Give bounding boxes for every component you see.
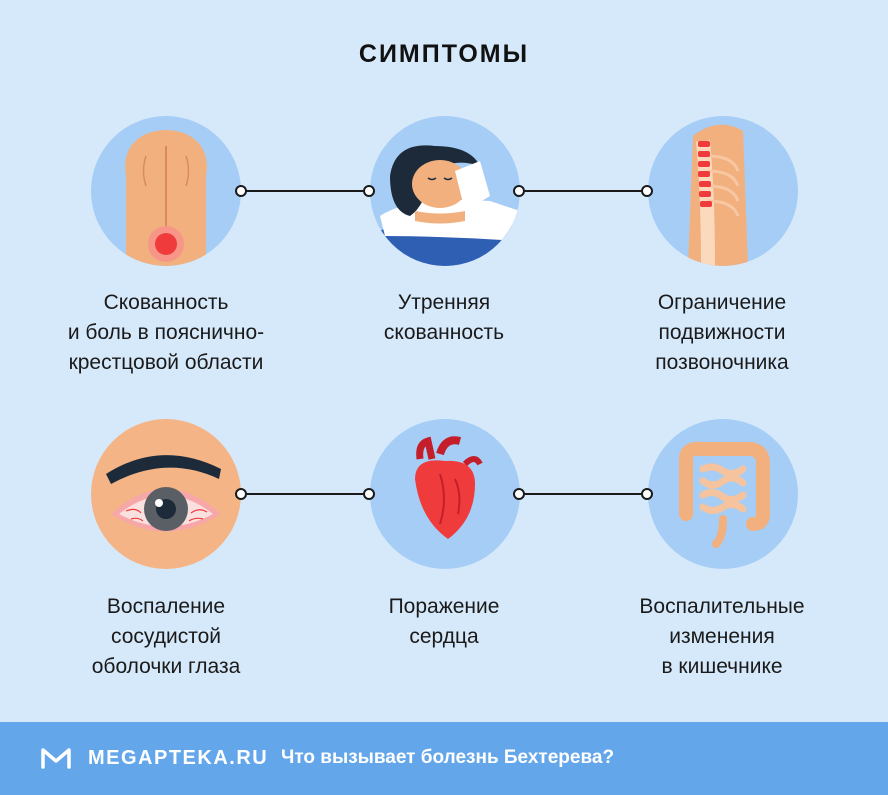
inflamed-eye-icon xyxy=(91,419,241,569)
megapteka-logo-icon xyxy=(41,748,71,769)
connector-line xyxy=(513,488,653,500)
symptom-label: Скованность и боль в пояснично- крестцов… xyxy=(67,291,265,374)
heart-icon xyxy=(370,419,520,569)
symptom-label: Утренняя скованность xyxy=(383,291,505,344)
spine-icon xyxy=(648,116,798,266)
symptom-label: Поражение сердца xyxy=(388,595,500,648)
article-title: Что вызывает болезнь Бехтерева? xyxy=(281,747,615,768)
connector-line xyxy=(235,185,375,197)
connector-line xyxy=(513,185,653,197)
intestines-icon xyxy=(648,419,798,569)
footer-bar: MEGAPTEKA.RU Что вызывает болезнь Бехтер… xyxy=(0,722,888,795)
symptom-label: Воспаление сосудистой оболочки глаза xyxy=(91,595,241,678)
connector-line xyxy=(235,488,375,500)
sleeping-person-icon xyxy=(370,116,520,266)
lower-back-pain-icon xyxy=(91,116,241,266)
symptom-label: Ограничение подвижности позвоночника xyxy=(655,291,789,374)
symptom-label: Воспалительные изменения в кишечнике xyxy=(639,595,805,678)
page-title: СИМПТОМЫ xyxy=(358,40,530,68)
brand-name[interactable]: MEGAPTEKA.RU xyxy=(88,747,269,769)
